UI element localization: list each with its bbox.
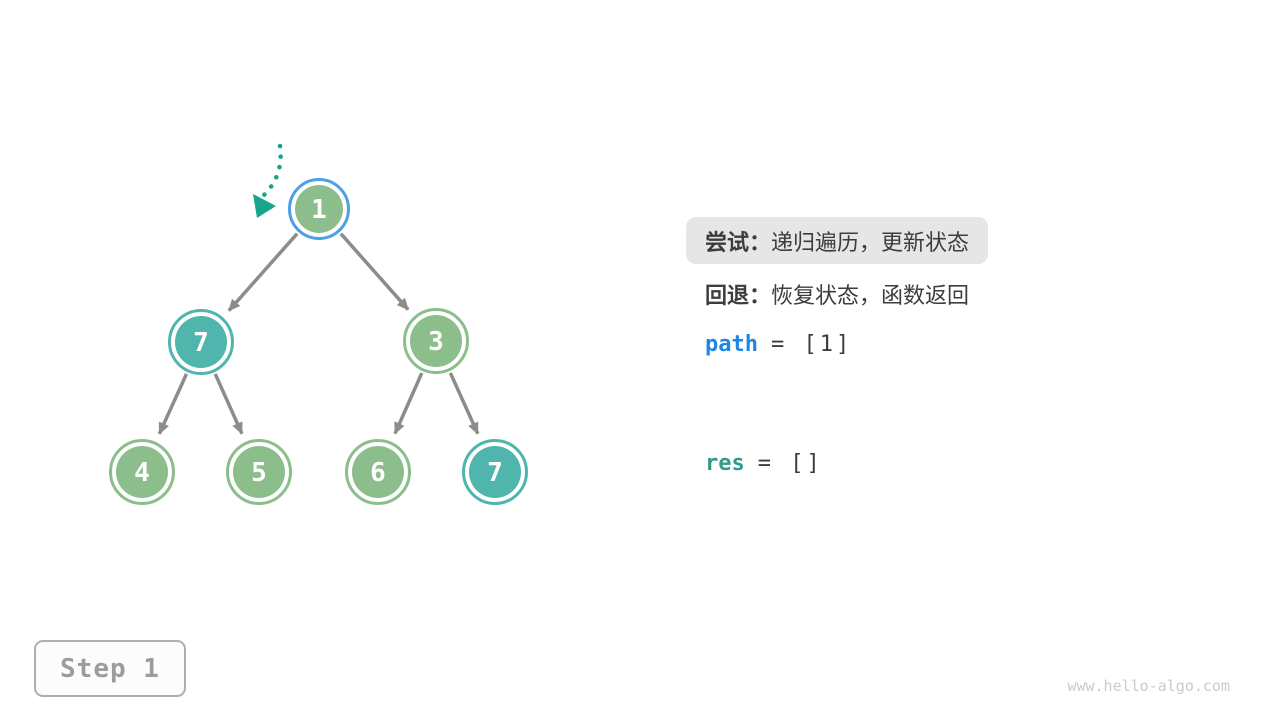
try-label: 尝试： (705, 229, 772, 255)
tree-edge (393, 372, 424, 435)
tree-node-value: 6 (370, 458, 386, 488)
tree-edge (227, 232, 299, 312)
tree-edge (157, 373, 189, 435)
tree-node-6: 6 (345, 439, 411, 505)
path-variable-name: path (705, 331, 758, 357)
step-badge-label: Step 1 (60, 653, 160, 684)
tree-node-value: 7 (193, 328, 209, 358)
backtrack-label: 回退： (705, 283, 772, 308)
tree-node-1-current: 1 (288, 178, 350, 240)
tree-node-5: 5 (226, 439, 292, 505)
tree-node-4: 4 (109, 439, 175, 505)
res-variable-name: res (705, 450, 745, 476)
tree-node-value: 3 (428, 327, 444, 357)
tree-node-7: 7 (168, 309, 234, 375)
try-highlight-box: 尝试：递归遍历，更新状态 (686, 217, 989, 264)
tree-node-value: 1 (311, 195, 327, 225)
try-text: 递归遍历，更新状态 (771, 229, 970, 255)
tree-edge (213, 373, 244, 435)
path-variable-line: path = [1] (705, 331, 852, 357)
tree-node-3: 3 (403, 308, 469, 374)
watermark: www.hello-algo.com (1067, 677, 1230, 695)
tree-node-value: 5 (251, 458, 267, 488)
current-pointer-arrowhead-icon (253, 194, 276, 218)
backtrack-text: 恢复状态，函数返回 (771, 283, 970, 308)
tree-edge (339, 232, 410, 311)
tree-edge (448, 372, 480, 435)
step-badge: Step 1 (34, 640, 186, 697)
res-variable-value: = [] (757, 450, 823, 476)
tree-node-value: 7 (487, 458, 503, 488)
tree-node-7: 7 (462, 439, 528, 505)
current-pointer-dotted-line (260, 143, 283, 199)
tree-node-value: 4 (134, 458, 150, 488)
path-variable-value: = [1] (770, 331, 853, 357)
binary-tree-diagram: 1 7 3 4 5 6 7 (109, 143, 528, 505)
backtrack-line: 回退：恢复状态，函数返回 (705, 279, 969, 309)
res-variable-line: res = [] (705, 450, 823, 476)
